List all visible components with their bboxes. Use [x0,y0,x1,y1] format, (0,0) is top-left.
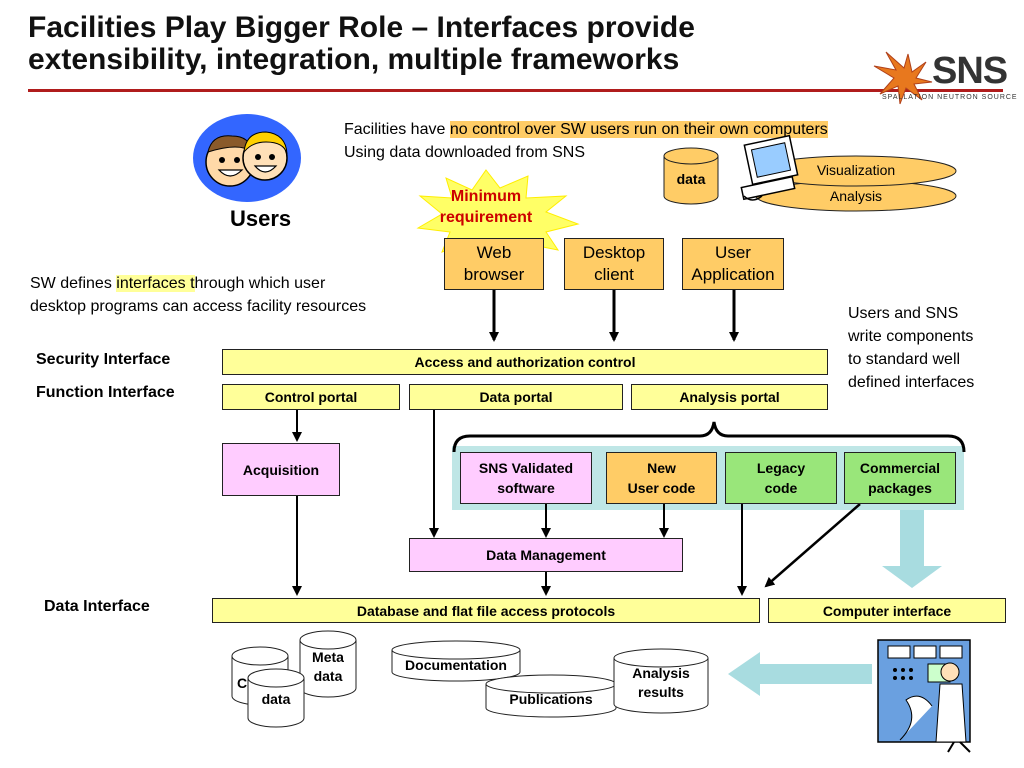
user-application-box: User Application [682,238,784,290]
visualization-label: Visualization [816,162,896,178]
title-divider [28,89,1003,92]
publications-label: Publications [509,691,593,707]
meta-data-line-1: Meta [312,649,344,665]
facilities-note-prefix: Facilities have [344,121,450,138]
commercial-packages-line-1: Commercial [859,460,941,476]
sns-validated-line-1: SNS Validated [478,460,574,476]
components-note-line-3: to standard well [848,351,961,368]
sw-note-suffix: hrough which user [194,275,326,292]
commercial-packages-line-2: packages [868,480,932,496]
documentation-label: Documentation [405,657,507,673]
sw-note-highlight: interfaces t [116,275,195,292]
hidden-cylinder-label: C [236,675,248,691]
left-flow-arrow [728,652,872,696]
data-interface-label: Data Interface [44,598,150,615]
components-note: Users and SNS write components to standa… [848,302,1018,394]
sns-starburst-icon [873,51,933,105]
new-user-code-box: New User code [606,452,717,504]
title-line-2: extensibility, integration, multiple fra… [28,43,680,76]
facilities-note: Facilities have no control over SW users… [344,118,828,164]
analysis-portal-box: Analysis portal [631,384,828,410]
user-application-line-1: User [715,243,751,262]
data-portal-box: Data portal [409,384,623,410]
sns-validated-software-box: SNS Validated software [460,452,592,504]
security-interface-label: Security Interface [36,351,171,368]
analysis-results-cylinder [613,648,709,714]
publications-cylinder [485,674,617,718]
new-user-code-line-2: User code [627,480,696,496]
sw-interfaces-note: SW defines interfaces through which user… [30,272,366,318]
sw-note-prefix: SW defines [30,275,117,292]
database-protocols-bar: Database and flat file access protocols [212,598,760,623]
local-data-cylinder [663,147,719,205]
down-flow-arrow [882,510,942,588]
legacy-code-box: Legacy code [725,452,837,504]
data-cylinder-label: data [261,691,291,707]
documentation-cylinder [391,640,521,682]
facilities-note-highlight: no control over SW users run on their ow… [449,121,828,138]
commercial-packages-box: Commercial packages [844,452,956,504]
sw-note-line2: desktop programs can access facility res… [30,298,367,315]
minimum-requirement-label: Minimum requirement [424,186,548,228]
data-management-box: Data Management [409,538,683,572]
analysis-results-line-1: Analysis [632,665,690,681]
components-note-line-1: Users and SNS [848,305,959,322]
sns-validated-line-2: software [497,480,555,496]
desktop-client-line-1: Desktop [582,243,646,262]
minimum-requirement-line-1: Minimum [450,188,522,205]
users-clipart [192,112,302,204]
new-user-code-line-1: New [647,460,676,476]
control-portal-box: Control portal [222,384,400,410]
page-title: Facilities Play Bigger Role – Interfaces… [28,12,848,76]
analysis-results-line-2: results [638,684,684,700]
analysis-results-label: Analysis results [614,664,708,702]
software-group-brace [452,421,966,453]
desktop-client-line-2: client [594,265,634,284]
acquisition-box: Acquisition [222,443,340,496]
users-faces-icon [193,114,301,202]
components-note-line-2: write components [848,328,974,345]
sns-logo-subtext: SPALLATION NEUTRON SOURCE [882,94,1018,101]
components-note-line-4: defined interfaces [848,374,975,391]
user-application-line-2: Application [691,265,775,284]
users-label: Users [230,206,292,231]
meta-data-label: Meta data [300,648,356,686]
access-control-bar: Access and authorization control [222,349,828,375]
minimum-requirement-line-2: requirement [439,209,533,226]
legacy-code-line-2: code [764,480,798,496]
analysis-label: Analysis [829,188,883,204]
title-line-1: Facilities Play Bigger Role – Interfaces… [28,11,695,44]
web-browser-box: Web browser [444,238,544,290]
computer-interface-box: Computer interface [768,598,1006,623]
meta-data-line-2: data [313,668,343,684]
meta-data-cylinder [299,630,357,698]
web-browser-line-1: Web [476,243,512,262]
scientist-mainframe-icon [877,639,971,753]
data-cylinder [247,668,305,728]
sns-logo: SNS SPALLATION NEUTRON SOURCE [872,48,1017,110]
web-browser-line-2: browser [463,265,525,284]
desktop-client-box: Desktop client [564,238,664,290]
function-interface-label: Function Interface [36,384,175,401]
local-data-label: data [676,171,706,187]
facilities-note-line2: Using data downloaded from SNS [344,144,586,161]
sns-logo-text: SNS [932,50,1008,92]
legacy-code-line-1: Legacy [756,460,806,476]
computer-icon [740,134,799,201]
